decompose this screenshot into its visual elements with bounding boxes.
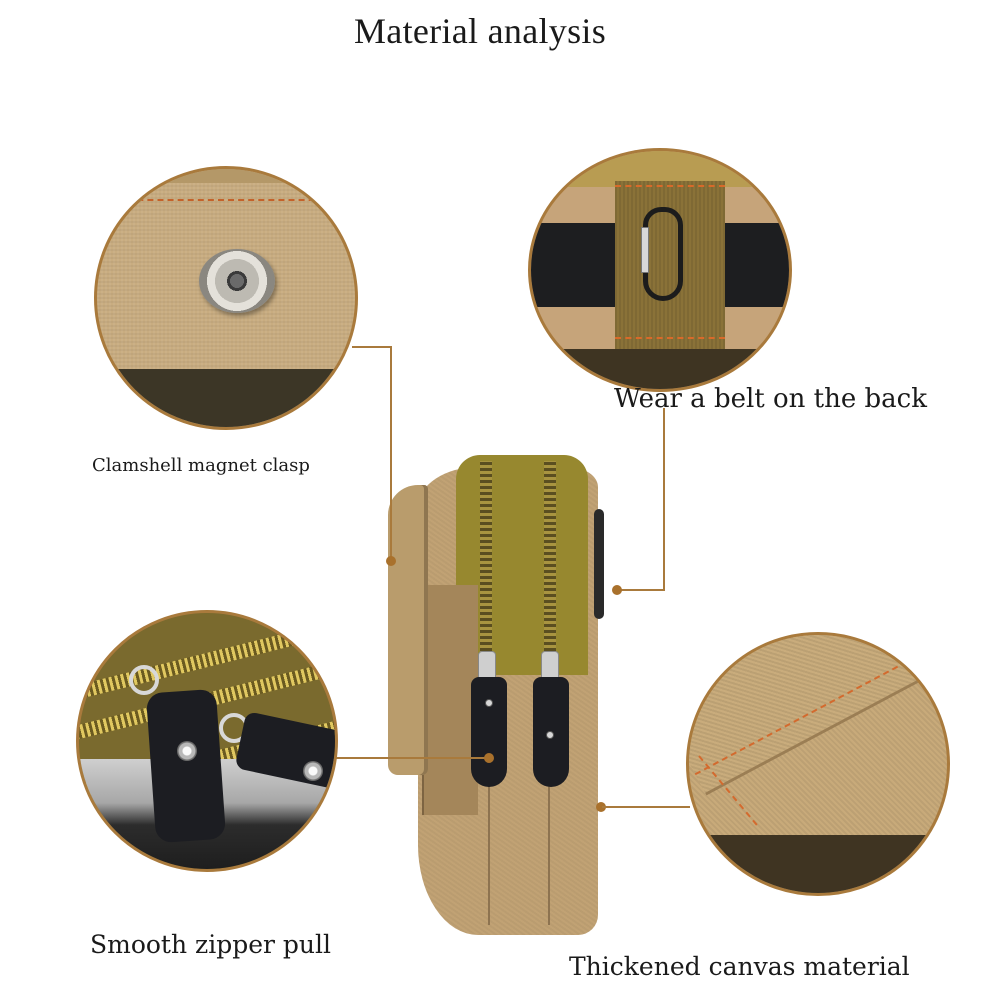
zipper-teeth <box>79 617 335 703</box>
clasp-label: Clamshell magnet clasp <box>92 455 310 476</box>
zipper-pull-tab <box>471 677 507 787</box>
stitching <box>615 337 725 339</box>
carabiner-icon <box>643 207 683 301</box>
connector-line <box>618 589 665 591</box>
rivet-icon <box>485 699 493 707</box>
dark-band <box>531 349 789 389</box>
carabiner-gate <box>641 227 649 273</box>
seam <box>488 665 490 925</box>
zipper-pull-tab <box>145 688 227 844</box>
stitching <box>694 641 943 776</box>
fabric-top-band <box>97 169 355 183</box>
bag-top-panel <box>456 455 588 675</box>
rivet-icon <box>546 731 554 739</box>
connector-dot <box>596 802 606 812</box>
belt-label: Wear a belt on the back <box>614 384 927 414</box>
stitching <box>615 185 725 187</box>
connector-line <box>602 806 690 808</box>
connector-dot <box>484 753 494 763</box>
zipper-track <box>480 461 492 657</box>
dark-band <box>97 369 355 427</box>
connector-line <box>336 757 486 759</box>
stitching <box>97 199 355 201</box>
product-bag <box>388 455 608 945</box>
side-pocket <box>422 585 478 815</box>
zipper-detail-circle <box>76 610 338 872</box>
belt-detail-circle <box>528 148 792 392</box>
dark-band <box>689 835 947 893</box>
zipper-label: Smooth zipper pull <box>90 930 331 959</box>
zipper-track <box>544 461 556 657</box>
carabiner-clip <box>594 509 604 619</box>
page-title: Material analysis <box>353 11 607 51</box>
rivet-icon <box>177 741 197 761</box>
front-flap <box>388 485 428 775</box>
connector-line <box>663 408 665 590</box>
connector-dot <box>612 585 622 595</box>
canvas-flap <box>689 635 947 796</box>
connector-dot <box>386 556 396 566</box>
rivet-icon <box>303 761 323 781</box>
canvas-detail-circle <box>686 632 950 896</box>
zipper-ring-icon <box>129 665 159 695</box>
canvas-label: Thickened canvas material <box>569 952 910 981</box>
connector-line <box>352 346 392 348</box>
seam <box>548 665 550 925</box>
connector-line <box>390 346 392 560</box>
clasp-detail-circle <box>94 166 358 430</box>
snap-button-icon <box>199 249 275 313</box>
